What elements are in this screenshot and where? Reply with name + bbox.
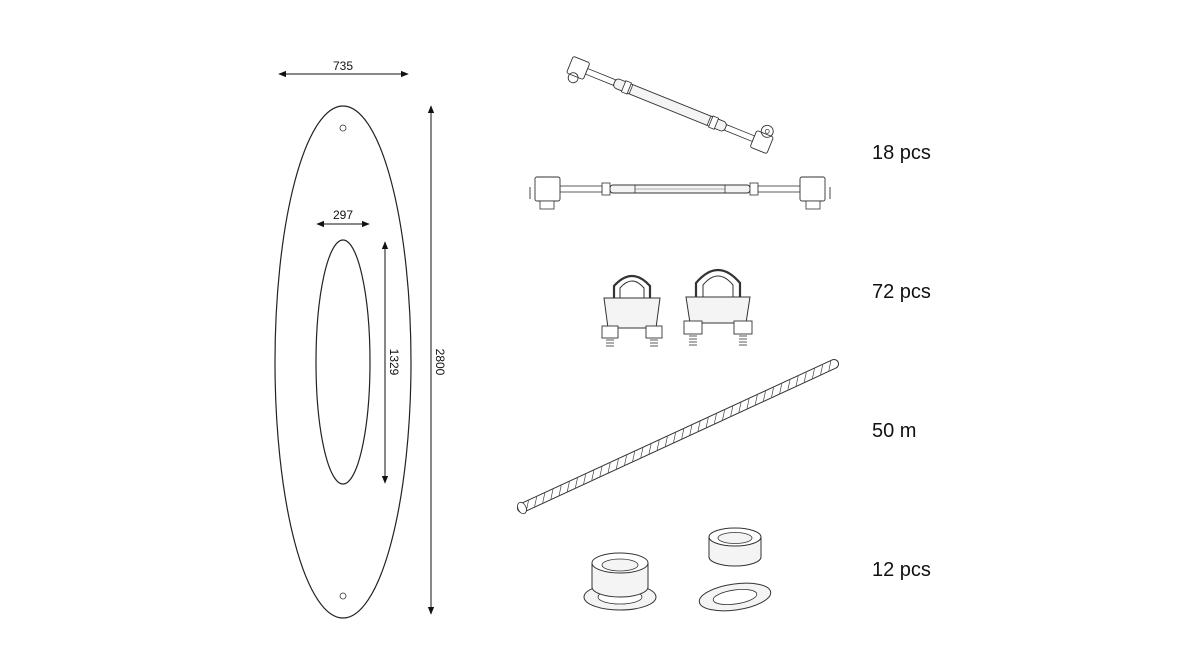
rope-strand-line: [754, 394, 758, 405]
rope-strand-line: [689, 425, 693, 435]
rope-strand-line: [803, 372, 807, 383]
rope-strand-line: [624, 455, 627, 466]
rope-strand-line: [566, 481, 570, 492]
mounting-hole-top: [339, 124, 347, 132]
turnbuckle-straight: [529, 176, 831, 210]
rope-strand-line: [787, 379, 791, 390]
rope-strand-line: [746, 398, 750, 409]
rope-strand-line: [828, 361, 832, 371]
rope-strand-line: [722, 410, 725, 420]
rope-strand-line: [771, 387, 774, 398]
turnbuckle-quantity: 18 pcs: [872, 142, 931, 164]
rope-strand-line: [550, 489, 554, 500]
panel-inner-hole: [315, 239, 371, 485]
rope-strand-line: [534, 496, 538, 507]
rope-strand-line: [632, 451, 636, 462]
rope-strand-line: [820, 364, 824, 375]
wire-rope-quantity: 50 m: [872, 420, 917, 442]
rope-strand-line: [656, 440, 660, 451]
wire-rope-clip-right: [683, 268, 753, 346]
outer-width-label: 735: [333, 59, 353, 73]
rope-strand-line: [779, 383, 783, 394]
rope-strand-line: [664, 436, 668, 447]
turnbuckle-illustration: [529, 56, 831, 210]
rope-strand-line: [583, 474, 587, 485]
outer-height-label: 2800: [433, 349, 447, 376]
rope-strand-line: [763, 391, 766, 402]
rope-strand-line: [697, 421, 701, 432]
rope-strand-line: [640, 447, 644, 458]
turnbuckle-angled: [566, 56, 774, 154]
rope-strand-line: [681, 428, 685, 439]
grommet-illustration: [583, 527, 772, 612]
grommet-left: [583, 552, 657, 611]
rope-strand-line: [558, 485, 562, 496]
wire-rope-clip-quantity: 72 pcs: [872, 281, 931, 303]
panel-outer-outline: [274, 105, 412, 619]
wire-rope-clip-illustration: [601, 268, 753, 347]
rope-strand-line: [607, 462, 611, 473]
hole-width-label: 297: [333, 208, 353, 222]
mounting-hole-bottom: [339, 592, 347, 600]
rope-strand-line: [812, 368, 815, 379]
rope-strand-line: [615, 459, 619, 469]
rope-strand-line: [575, 477, 578, 488]
rope-strand-line: [705, 417, 709, 428]
elliptical-panel-drawing: 735 297 1329 2800: [274, 59, 447, 619]
rope-strand-line: [673, 432, 676, 443]
wire-rope-clip-left: [601, 274, 663, 347]
hole-height-label: 1329: [387, 349, 401, 376]
wire-rope-illustration: [517, 359, 839, 515]
rope-strand-line: [599, 466, 603, 477]
rope-strand-line: [542, 493, 546, 503]
rope-strand-line: [648, 443, 652, 454]
grommet-quantity: 12 pcs: [872, 559, 931, 581]
rope-strand-line: [738, 402, 742, 413]
grommet-right: [698, 527, 772, 612]
rope-strand-line: [591, 470, 595, 481]
rope-strand-line: [713, 413, 717, 424]
rope-strand-line: [730, 406, 734, 417]
rope-strand-line: [795, 376, 799, 386]
